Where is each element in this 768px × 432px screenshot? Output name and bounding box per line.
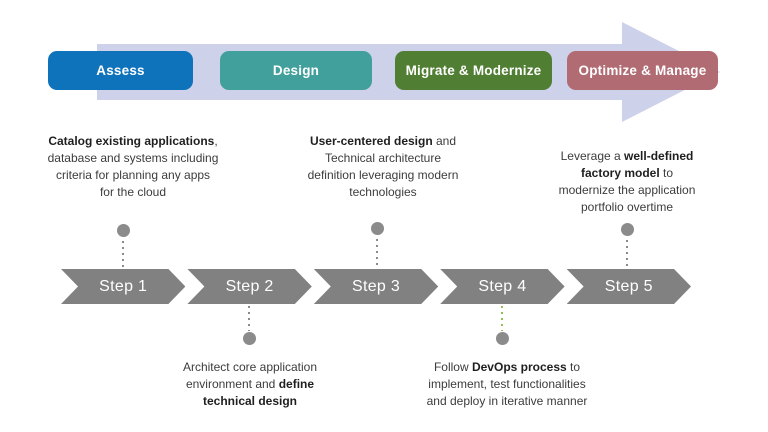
- step-5-connector-line: [626, 240, 628, 268]
- phase-box-optimize-manage: Optimize & Manage: [567, 51, 718, 90]
- step-chevron-4: Step 4: [440, 269, 564, 304]
- desc-pre: Follow: [433, 360, 472, 374]
- desc-pre: Architect core application environment a…: [182, 360, 318, 391]
- phase-box-assess: Assess: [48, 51, 193, 90]
- step-chevron-row: Step 1 Step 2 Step 3 Step 4 Step 5: [61, 269, 691, 304]
- step-label-5: Step 5: [604, 277, 653, 295]
- step-4-connector-line: [501, 306, 503, 331]
- desc-bold: Catalog existing applications: [48, 134, 215, 148]
- desc-bold: define technical design: [202, 377, 315, 408]
- desc-post: to modernize the application portfolio o…: [558, 166, 696, 214]
- step-4-description: Follow DevOps process to implement, test…: [402, 359, 612, 410]
- step-2-description: Architect core application environment a…: [150, 359, 350, 410]
- step-5-description: Leverage a well-defined factory model to…: [527, 148, 727, 216]
- step-2-connector-line: [248, 306, 250, 331]
- step-label-4: Step 4: [478, 277, 527, 295]
- step-label-2: Step 2: [225, 277, 274, 295]
- step-2-connector-dot: [243, 332, 256, 345]
- phase-box-migrate-modernize: Migrate & Modernize: [395, 51, 552, 90]
- step-chevron-2: Step 2: [187, 269, 311, 304]
- desc-bold: DevOps process: [471, 360, 567, 374]
- desc-bold: well-defined factory model: [580, 149, 694, 180]
- step-label-1: Step 1: [99, 277, 148, 295]
- step-1-connector-line: [122, 241, 124, 268]
- phase-box-design: Design: [220, 51, 372, 90]
- step-label-3: Step 3: [351, 277, 401, 295]
- step-4-connector-dot: [496, 332, 509, 345]
- step-chevron-1: Step 1: [61, 269, 185, 304]
- desc-pre: Leverage a: [560, 149, 625, 163]
- step-1-description: Catalog existing applications, database …: [33, 133, 233, 201]
- step-3-connector-dot: [371, 222, 384, 235]
- phase-label-migrate-modernize: Migrate & Modernize: [405, 63, 542, 78]
- phase-label-design: Design: [272, 63, 320, 78]
- step-5-connector-dot: [621, 223, 634, 236]
- desc-post: , database and systems including criteri…: [47, 134, 219, 199]
- step-chevron-5: Step 5: [567, 269, 691, 304]
- step-3-description: User-centered design and Technical archi…: [283, 133, 483, 201]
- phase-label-optimize-manage: Optimize & Manage: [578, 63, 707, 78]
- step-1-connector-dot: [117, 224, 130, 237]
- desc-post: and Technical architecture definition le…: [307, 134, 459, 199]
- step-chevron-3: Step 3: [314, 269, 438, 304]
- desc-post: to implement, test functionalities and d…: [426, 360, 588, 408]
- phase-label-assess: Assess: [96, 63, 145, 78]
- step-3-connector-line: [376, 239, 378, 268]
- desc-bold: User-centered design: [309, 134, 433, 148]
